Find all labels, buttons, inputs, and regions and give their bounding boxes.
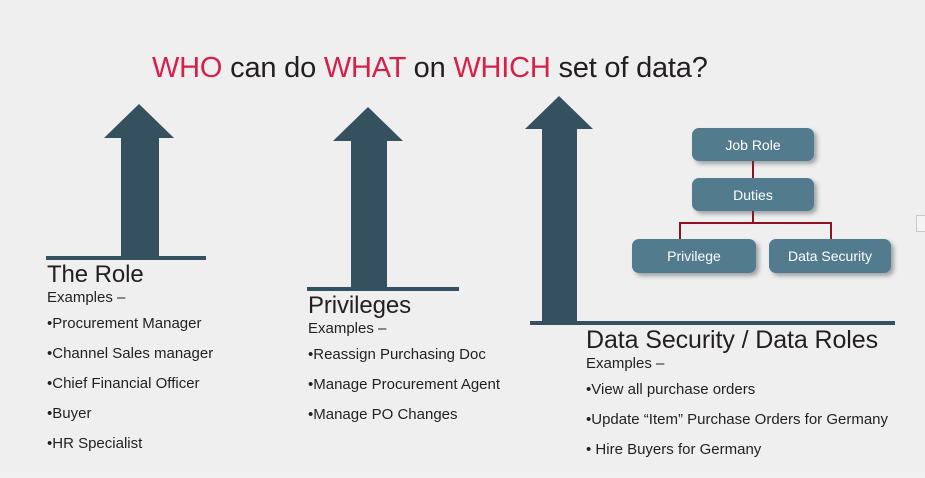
- column-heading-privileges: Privileges: [308, 292, 412, 319]
- examples-list-data-security: •View all purchase orders •Update “Item”…: [586, 382, 888, 457]
- page-title: WHO can do WHAT on WHICH set of data?: [152, 52, 708, 85]
- column-role: The Role Examples – •Procurement Manager…: [47, 262, 213, 466]
- list-item: •Procurement Manager: [47, 315, 202, 333]
- arrow-head-role: [104, 104, 174, 138]
- arrow-baseline-role: [46, 256, 206, 260]
- list-item: •Channel Sales manager: [47, 345, 214, 363]
- diagram-node-data-security[interactable]: Data Security: [769, 239, 891, 273]
- list-item: •View all purchase orders: [586, 381, 756, 399]
- arrow-baseline-privileges: [307, 287, 459, 291]
- connector-drop-data-security: [830, 222, 832, 240]
- arrow-shaft-privileges: [351, 139, 387, 289]
- examples-label-data-security: Examples –: [586, 355, 665, 373]
- examples-label-privileges: Examples –: [308, 320, 387, 338]
- edge-resize-handle[interactable]: [916, 215, 925, 232]
- list-item: • Hire Buyers for Germany: [586, 441, 762, 459]
- arrow-shaft-role: [121, 136, 159, 258]
- list-item: •Manage PO Changes: [308, 406, 458, 424]
- list-item: •Manage Procurement Agent: [308, 376, 501, 394]
- title-segment-which: WHICH: [453, 52, 551, 84]
- diagram-node-job-role[interactable]: Job Role: [692, 128, 814, 161]
- title-segment-can-do: can do: [222, 52, 324, 84]
- bottom-strip: [0, 472, 925, 478]
- list-item: •Update “Item” Purchase Orders for Germa…: [586, 411, 889, 429]
- arrow-baseline-data-security: [530, 321, 895, 325]
- connector-duties-down: [752, 210, 754, 223]
- list-item: •Reassign Purchasing Doc: [308, 346, 486, 364]
- list-item: •Chief Financial Officer: [47, 375, 200, 393]
- diagram-node-privilege[interactable]: Privilege: [632, 239, 756, 273]
- column-data-security: Data Security / Data Roles Examples – •V…: [586, 327, 888, 472]
- diagram-node-duties[interactable]: Duties: [692, 178, 814, 211]
- arrow-head-data-security: [525, 96, 593, 129]
- examples-label-role: Examples –: [47, 289, 126, 307]
- examples-list-privileges: •Reassign Purchasing Doc •Manage Procure…: [308, 347, 500, 422]
- connector-drop-privilege: [679, 222, 681, 240]
- list-item: •HR Specialist: [47, 435, 143, 453]
- title-segment-who: WHO: [152, 52, 223, 84]
- arrow-head-privileges: [333, 107, 403, 141]
- examples-list-role: •Procurement Manager •Channel Sales mana…: [47, 316, 213, 451]
- column-privileges: Privileges Examples – •Reassign Purchasi…: [308, 293, 500, 437]
- title-segment-set-of-data: set of data?: [550, 52, 708, 84]
- connector-horizontal-bus: [679, 222, 832, 224]
- title-segment-on: on: [405, 52, 454, 84]
- list-item: •Buyer: [47, 405, 92, 423]
- title-segment-what: WHAT: [323, 52, 406, 84]
- arrow-shaft-data-security: [542, 127, 577, 324]
- column-heading-role: The Role: [47, 261, 144, 288]
- connector-jobrole-duties: [752, 160, 754, 179]
- column-heading-data-security: Data Security / Data Roles: [586, 326, 878, 354]
